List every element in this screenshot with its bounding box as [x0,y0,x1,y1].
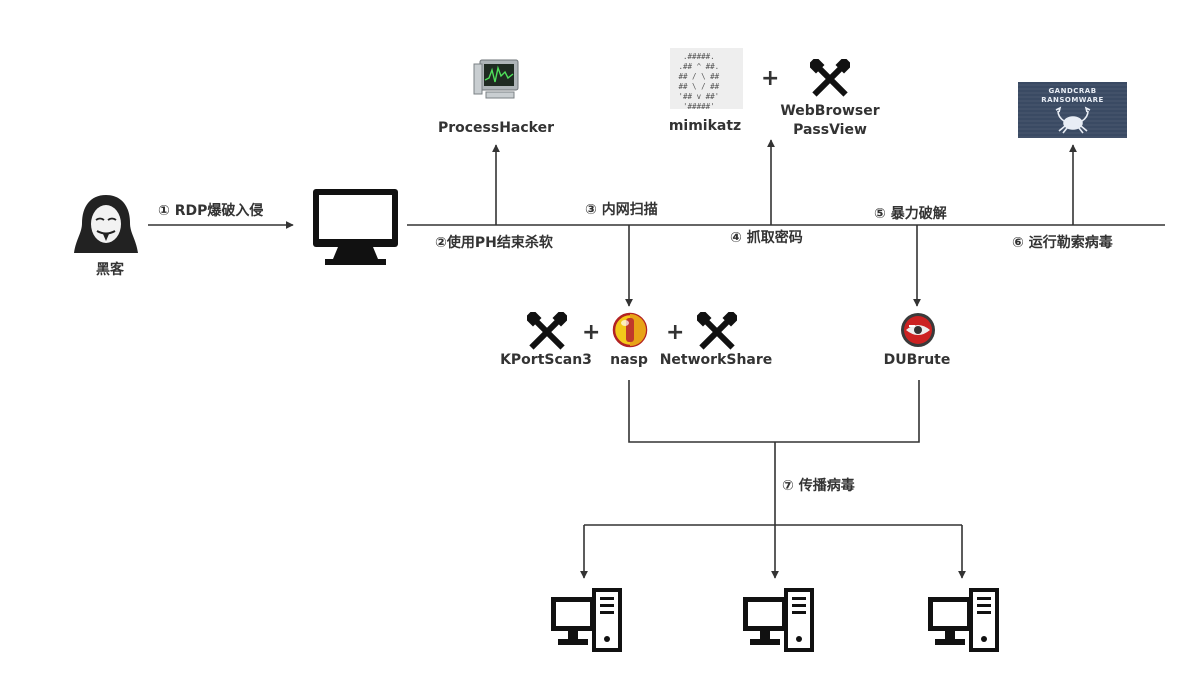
merge-bracket [628,380,920,443]
webbrowser-passview-label-line1: WebBrowser [780,103,880,119]
mimikatz-ascii-art: .#####. .## ^ ##. ## / \ ## ## \ / ## '#… [678,52,720,111]
networkshare-label: NetworkShare [659,352,773,368]
dubrute-icon [901,313,935,347]
nasp-label: nasp [610,352,648,368]
plus-sign-nasp: + [666,320,685,345]
plus-sign-kportscan: + [582,320,601,345]
tools-icon-kportscan [527,312,567,350]
mimikatz-label: mimikatz [668,118,742,134]
gandcrab-logo: GANDCRAB RANSOMWARE [1018,82,1127,138]
gandcrab-text-line2: RANSOMWARE [1041,96,1104,104]
target-pc-icon-3 [928,588,999,652]
step-3-label: ③ 内网扫描 [585,202,658,218]
nasp-icon [612,312,648,348]
target-pc-icon-2 [743,588,814,652]
step-6-label: ⑥ 运行勒索病毒 [1012,235,1113,251]
processhacker-icon [473,59,519,99]
gandcrab-text-line1: GANDCRAB [1048,87,1097,95]
webbrowser-passview-label-line2: PassView [793,122,867,138]
mimikatz-logo: .#####. .## ^ ##. ## / \ ## ## \ / ## '#… [670,48,743,111]
tools-icon-networkshare [697,312,737,350]
kportscan-label: KPortScan3 [500,352,592,368]
step-2-label: ②使用PH结束杀软 [435,235,553,251]
hacker-icon [74,195,138,253]
monitor-icon [313,189,398,265]
step-5-label: ⑤ 暴力破解 [874,206,947,222]
step-4-label: ④ 抓取密码 [730,230,803,246]
processhacker-label: ProcessHacker [437,120,555,136]
step-1-label: ① RDP爆破入侵 [158,203,264,219]
tools-icon-passview [810,59,850,97]
hacker-label: 黑客 [96,262,124,278]
crab-icon [1055,106,1091,134]
dubrute-label: DUBrute [883,352,951,368]
plus-sign-mimikatz: + [761,66,780,91]
step-7-label: ⑦ 传播病毒 [782,478,855,494]
target-pc-icon-1 [551,588,622,652]
